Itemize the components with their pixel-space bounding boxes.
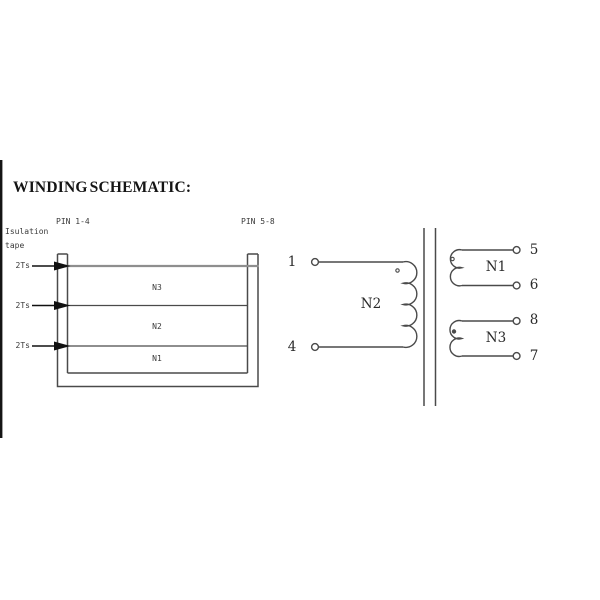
insulation-tape-label-line1: Isulation <box>5 227 49 236</box>
pin-number-6: 6 <box>529 277 539 293</box>
pin5-terminal <box>512 245 521 255</box>
secondary-winding-n1-symbol <box>449 245 521 290</box>
pin-number-4: 4 <box>287 339 297 355</box>
bobbin-flange-inner-walls <box>66 254 249 373</box>
scan-edge-artifact <box>0 160 3 438</box>
n3-polarity-dot <box>451 329 457 334</box>
tape-arrow-1 <box>32 261 71 271</box>
tape-turns-label-3: 2Ts <box>15 341 30 350</box>
page-title: WINDING SCHEMATIC: <box>13 179 192 196</box>
tape-arrow-2 <box>32 301 71 310</box>
pin1-terminal <box>310 257 320 267</box>
pin-5-8-label: PIN 5-8 <box>241 217 275 226</box>
pin-1-4-label: PIN 1-4 <box>56 217 90 226</box>
pin7-terminal <box>512 351 521 361</box>
layer-label-n1: N1 <box>152 354 162 363</box>
tape-arrow-3 <box>32 341 71 351</box>
pin-number-1: 1 <box>287 254 297 270</box>
pin-number-8: 8 <box>529 312 539 328</box>
primary-coil <box>400 260 418 349</box>
tape-turns-label-1: 2Ts <box>15 261 30 270</box>
secondary-coil-n1 <box>449 248 465 287</box>
tape-arrows <box>32 261 71 351</box>
pin4-terminal <box>310 342 320 352</box>
layer-label-n2: N2 <box>152 322 162 331</box>
pin-number-5: 5 <box>529 242 539 258</box>
tape-turns-label-2: 2Ts <box>15 300 30 310</box>
n1-polarity-dot <box>450 256 455 262</box>
primary-polarity-dot <box>395 268 400 273</box>
primary-winding-symbol <box>310 257 418 352</box>
pin8-terminal <box>512 316 521 326</box>
transformer-core <box>423 228 437 406</box>
pin6-terminal <box>512 281 521 290</box>
winding-layer-boundaries <box>67 304 248 347</box>
secondary-winding-n3-symbol <box>449 316 521 361</box>
bobbin-outer-profile <box>56 254 259 388</box>
secondary-coil-n3 <box>449 319 465 358</box>
layer-label-n3: N3 <box>152 283 162 292</box>
winding-label-n3: N3 <box>485 330 507 346</box>
winding-label-n2: N2 <box>360 296 382 312</box>
bobbin-cross-section <box>56 253 259 388</box>
insulation-tape-label-line2: tape <box>5 241 25 250</box>
winding-label-n1: N1 <box>485 259 507 275</box>
pin-number-7: 7 <box>529 348 539 364</box>
